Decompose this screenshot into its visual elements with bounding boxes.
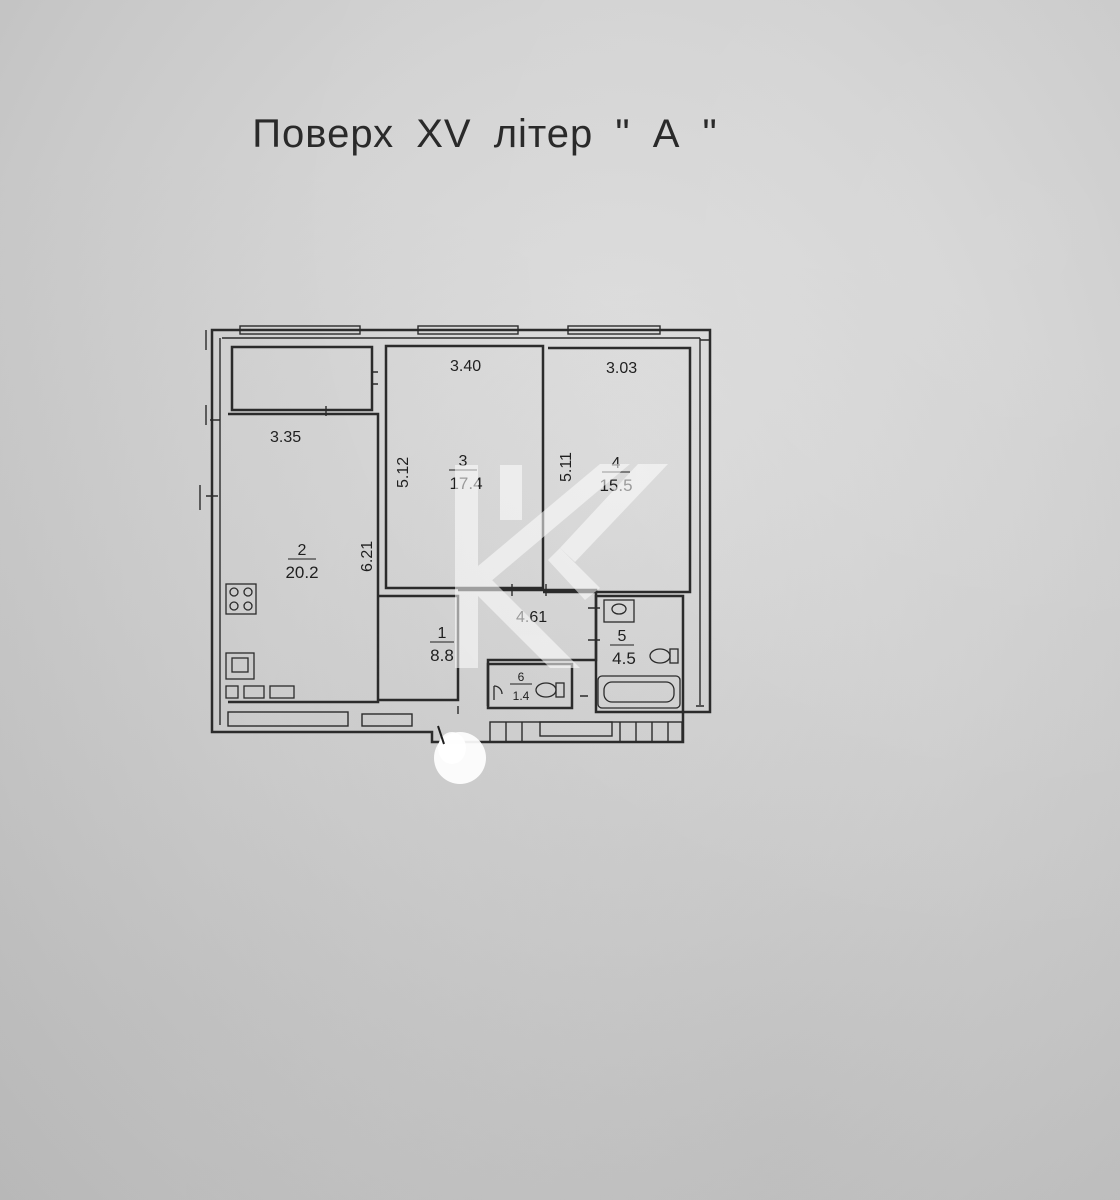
redaction-blot (434, 725, 486, 784)
dim-room3-width: 3.40 (450, 358, 481, 375)
outer-walls (199, 328, 712, 744)
bottom-strip (489, 721, 683, 743)
windows (227, 325, 661, 737)
room-2-number: 2 (298, 542, 307, 559)
room-5-number: 5 (618, 628, 627, 645)
room-1-label: 1 8.8 (430, 625, 454, 665)
room-1-area: 8.8 (430, 646, 454, 665)
dim-room3-length: 5.12 (395, 457, 412, 488)
bathroom-fixtures (493, 599, 681, 709)
room-6-label: 6 1.4 (510, 670, 532, 703)
logo-k-icon (455, 464, 668, 668)
kitchen-fixtures (225, 583, 295, 699)
room-5-label: 5 4.5 (610, 628, 636, 668)
room-3-number: 3 (459, 453, 468, 470)
room-4-number: 4 (612, 455, 621, 472)
dim-room4-length: 5.11 (558, 452, 575, 482)
room-5-area: 4.5 (612, 649, 636, 668)
room-2-label: 2 20.2 (285, 542, 318, 582)
room-1-number: 1 (438, 625, 447, 642)
dim-room2-length: 6.21 (359, 541, 376, 572)
balcony (230, 345, 374, 412)
room-2-area: 20.2 (285, 563, 318, 582)
room-6-number: 6 (518, 670, 525, 684)
page-title: Поверх XV літер " А " (252, 112, 718, 156)
door-marks (206, 339, 710, 714)
dim-room2-width: 3.35 (270, 429, 301, 446)
dim-room4-width: 3.03 (606, 360, 637, 377)
room-6-area: 1.4 (513, 689, 530, 703)
